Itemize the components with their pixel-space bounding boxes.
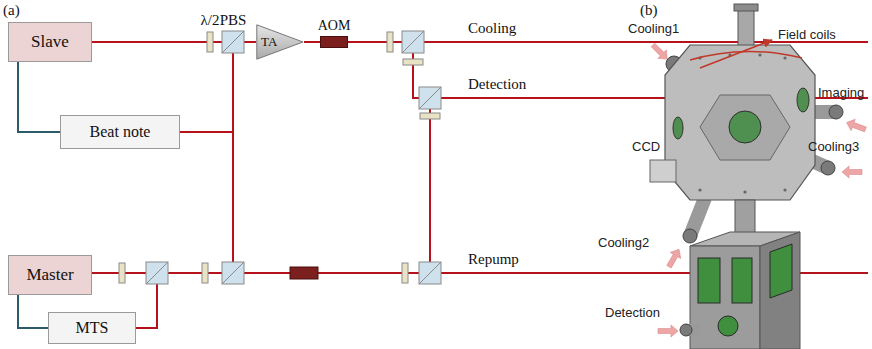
- viewport-cap: [821, 161, 835, 175]
- signal-wire: [18, 62, 60, 132]
- window: [797, 88, 809, 112]
- waveplate: [387, 32, 393, 52]
- beam-splitters: [146, 31, 441, 284]
- aom-modulator: AOM: [320, 36, 348, 48]
- beam-arrows: [649, 41, 868, 337]
- pbs-cube: [419, 262, 441, 284]
- window: [770, 244, 792, 298]
- beam-arrow: [658, 325, 678, 337]
- field-coil: [690, 51, 802, 60]
- pbs-diagonal: [222, 31, 244, 53]
- signal-wire: [18, 295, 48, 328]
- waveplates: [119, 32, 440, 283]
- field-coil-arrow: [700, 40, 772, 68]
- port-label: Cooling1: [628, 22, 679, 37]
- top-cap: [734, 4, 758, 11]
- amplifier-triangle: TA: [256, 24, 304, 60]
- cell-front: [690, 246, 760, 349]
- mts-beam: [136, 284, 157, 328]
- port-label: Detection: [605, 306, 660, 321]
- viewport-cap: [829, 105, 843, 119]
- window: [718, 316, 738, 336]
- pbs-diagonal: [419, 87, 441, 109]
- pbs-cube: [222, 262, 244, 284]
- repump-feed-beam: [429, 109, 431, 262]
- beam-arrow: [842, 166, 862, 178]
- port-label: Imaging: [818, 86, 864, 101]
- waveplate: [202, 263, 208, 283]
- beam-label: Detection: [468, 76, 526, 93]
- window: [732, 258, 752, 303]
- beam-arrow: [845, 117, 868, 135]
- waveplate: [207, 32, 213, 52]
- port-label: Cooling3: [808, 140, 859, 155]
- component-label: PBS: [220, 12, 247, 29]
- node-text: MTS: [76, 319, 109, 337]
- panel-label: (b): [640, 2, 658, 19]
- node-text: Master: [26, 265, 73, 285]
- ccd-camera: [650, 160, 676, 182]
- bolts: [698, 53, 786, 193]
- viewport-cap: [680, 324, 692, 336]
- waveplate: [119, 263, 125, 283]
- top-tube: [738, 8, 754, 48]
- chamber-face: [700, 95, 790, 160]
- laser-beam: [304, 41, 320, 43]
- pbs-cube: [419, 87, 441, 109]
- port-label: Field coils: [778, 28, 836, 43]
- process-box: MTS: [48, 312, 136, 344]
- vacuum-chamber: [649, 4, 868, 349]
- pbs-cube: [402, 31, 424, 53]
- panel-label: (a): [3, 2, 20, 19]
- viewport-cap: [683, 229, 697, 243]
- port-label: CCD: [632, 140, 660, 155]
- laser-beams: [92, 42, 868, 328]
- node-text: Slave: [31, 32, 69, 52]
- pbs-diagonal: [419, 262, 441, 284]
- injection-beam: [232, 53, 234, 262]
- component-label: λ/2: [201, 12, 220, 29]
- cell-side: [760, 232, 800, 349]
- upper-chamber: [665, 45, 815, 200]
- node-text: Beat note: [90, 123, 151, 141]
- pbs-diagonal: [146, 262, 168, 284]
- waveplate: [403, 59, 423, 65]
- window: [673, 117, 683, 139]
- waveplate: [420, 113, 440, 119]
- laser-box: Slave: [8, 22, 92, 62]
- pbs-cube: [222, 31, 244, 53]
- window: [698, 258, 720, 303]
- aom-modulator: [290, 267, 318, 279]
- beam-arrow: [649, 41, 672, 64]
- waveplate: [402, 263, 408, 283]
- pbs-cube: [146, 262, 168, 284]
- node-text: TA: [261, 34, 277, 50]
- amplifier-outline: [257, 25, 303, 59]
- beat-beam: [180, 131, 233, 133]
- beam-label: Cooling: [468, 20, 516, 37]
- beam-arrow: [664, 246, 684, 269]
- window: [729, 111, 761, 143]
- process-box: Beat note: [60, 115, 180, 149]
- port-label: Cooling2: [598, 236, 649, 251]
- pbs-diagonal: [222, 262, 244, 284]
- pbs-diagonal: [402, 31, 424, 53]
- beam-label: Repump: [468, 251, 519, 268]
- node-text: AOM: [318, 18, 351, 34]
- laser-box: Master: [8, 255, 92, 295]
